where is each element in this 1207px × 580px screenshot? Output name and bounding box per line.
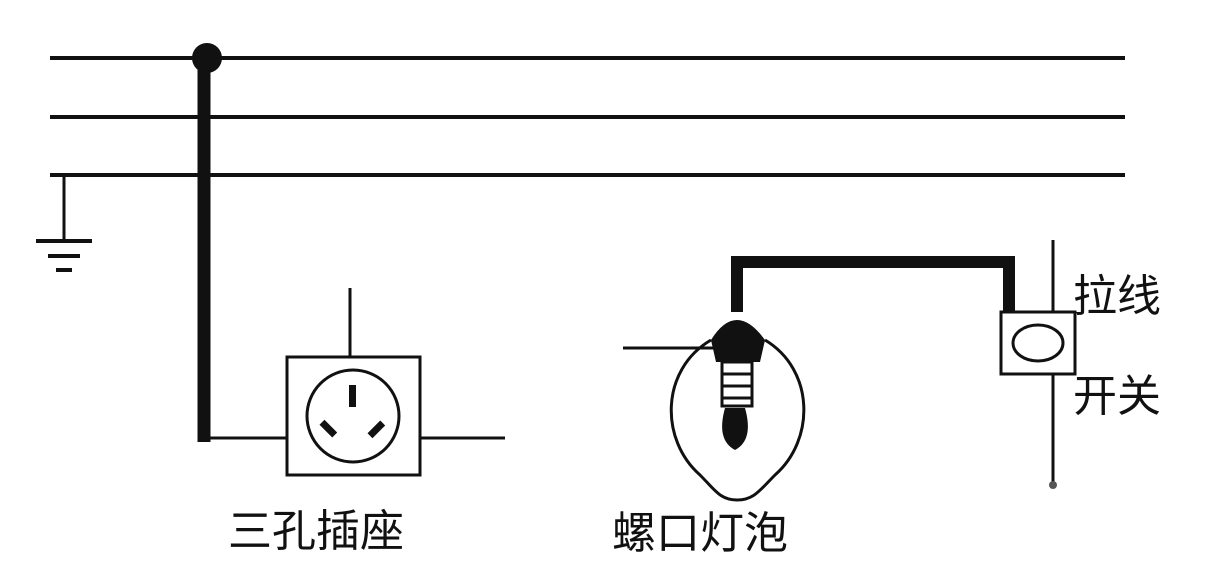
socket-label: 三孔插座: [228, 506, 404, 557]
bulb-label: 螺口灯泡: [612, 508, 788, 559]
switch-label-bottom: 开关: [1073, 371, 1161, 422]
screw-base-bulb: [623, 320, 806, 502]
three-hole-socket: [285, 288, 505, 477]
wire-bulb-to-switch: [731, 256, 1015, 312]
switch-label-top: 拉线: [1073, 271, 1161, 322]
pull-cord-switch: [999, 240, 1077, 489]
ground-symbol: [36, 175, 92, 272]
